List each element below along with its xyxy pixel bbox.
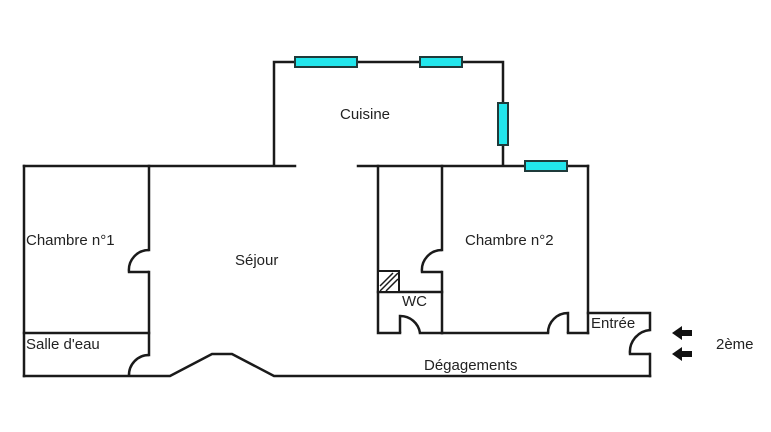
door-entree bbox=[628, 328, 651, 356]
label-sejour: Séjour bbox=[235, 252, 278, 269]
wall-bottom bbox=[22, 352, 652, 378]
window-kitchen-1 bbox=[294, 56, 358, 68]
label-cuisine: Cuisine bbox=[340, 106, 390, 123]
label-degagements: Dégagements bbox=[424, 357, 517, 374]
label-wc: WC bbox=[402, 293, 427, 310]
door-closet bbox=[420, 248, 443, 274]
label-chambre1: Chambre n°1 bbox=[26, 232, 115, 249]
label-chambre2: Chambre n°2 bbox=[465, 232, 554, 249]
wall-entree bbox=[586, 311, 652, 378]
door-chambre2 bbox=[546, 311, 570, 334]
arrow-left-icon bbox=[672, 326, 692, 340]
wall-closet-left bbox=[376, 164, 402, 335]
window-kitchen-2 bbox=[419, 56, 463, 68]
label-salle-eau: Salle d'eau bbox=[26, 336, 100, 353]
label-entree: Entrée bbox=[591, 315, 635, 332]
duct-hatch bbox=[377, 270, 400, 293]
windows bbox=[294, 56, 568, 172]
door-wc bbox=[398, 314, 422, 334]
window-kitchen-3 bbox=[497, 102, 509, 146]
entrance-arrows bbox=[672, 326, 692, 361]
door-salle-eau bbox=[127, 353, 150, 377]
walls bbox=[22, 60, 652, 378]
door-chambre1 bbox=[127, 248, 150, 274]
doors bbox=[127, 248, 651, 377]
label-floor: 2ème bbox=[716, 336, 754, 353]
window-chambre2 bbox=[524, 160, 568, 172]
arrow-left-icon bbox=[672, 347, 692, 361]
